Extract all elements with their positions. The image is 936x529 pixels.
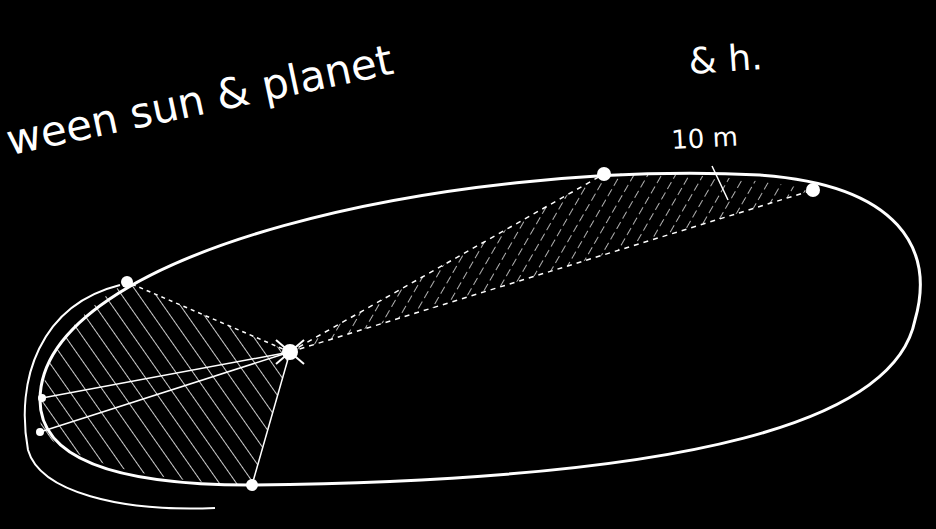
leader-line — [712, 166, 728, 200]
handwritten-note: & h. — [687, 37, 763, 82]
radius-line — [290, 174, 604, 352]
radius-line — [127, 282, 290, 352]
swept-area — [40, 282, 290, 485]
swept-area — [290, 174, 813, 352]
radius-line — [40, 352, 290, 432]
sun-rays — [276, 340, 304, 364]
arc-mark — [25, 285, 215, 509]
orbit-ellipse — [40, 173, 920, 485]
radius-line — [252, 352, 290, 485]
radius-line — [290, 190, 813, 352]
planet-dot — [36, 167, 820, 491]
handwritten-note: ween sun & planet — [2, 37, 397, 164]
handwritten-note: 10 m — [671, 123, 739, 155]
